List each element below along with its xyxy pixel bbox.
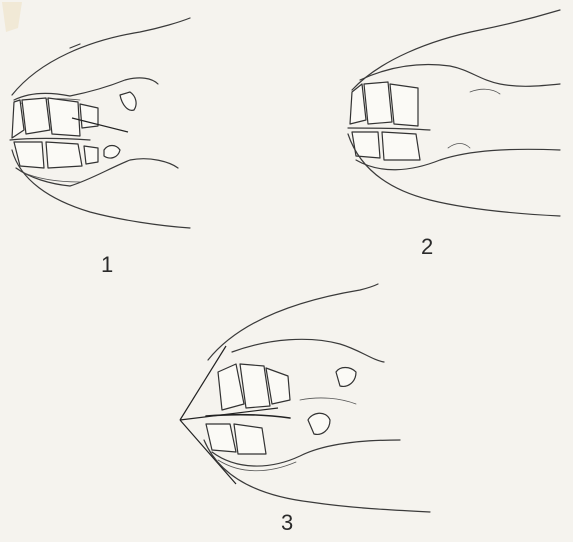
panel-3-lower-incisor-1 <box>206 424 236 452</box>
panel-1-upper-incisor-3 <box>48 98 80 136</box>
panel-2-upper-lip <box>360 65 560 87</box>
panel-1-drawing <box>10 18 190 228</box>
panel-3-occlusal-line <box>206 415 290 418</box>
panel-1-label: 1 <box>101 254 113 276</box>
panel-1-upper-incisor-2 <box>22 98 50 134</box>
panel-1-occlusal-line <box>10 139 90 141</box>
panel-3-lower-incisor-2 <box>234 424 266 454</box>
paper-stain <box>2 2 22 32</box>
panel-3-upper-lip <box>232 339 384 362</box>
panel-2-lower-detail <box>448 144 470 149</box>
panel-1-lower-canine <box>104 146 120 159</box>
panel-2-chin-outline <box>348 134 560 216</box>
panel-2-label: 2 <box>421 236 433 258</box>
panel-2-upper-incisor-2 <box>364 82 392 124</box>
panel-2-upper-incisor-3 <box>390 84 418 126</box>
panel-2-upper-outline <box>352 10 560 90</box>
panel-1-nostril-mark <box>70 44 80 48</box>
panel-1-lower-incisor-2 <box>46 142 82 168</box>
panel-3-upper-canine <box>336 368 356 387</box>
panel-3-upper-incisor-2 <box>240 364 270 408</box>
panel-2-upper-detail <box>470 89 500 94</box>
panel-3-upper-incisor-1 <box>218 364 244 410</box>
panel-1-angle-line <box>72 118 128 132</box>
panel-2-occlusal-line <box>348 128 430 130</box>
panel-3-label: 3 <box>281 512 293 534</box>
panel-2-drawing <box>348 10 560 216</box>
panel-3-upper-detail <box>300 398 356 404</box>
panel-3-lower-canine <box>308 413 330 434</box>
panel-1-upper-gum <box>14 78 158 100</box>
panel-3-upper-incisor-3 <box>266 368 290 404</box>
panel-2-lower-incisor-2 <box>382 132 420 160</box>
panel-1-lower-incisor-1 <box>14 142 44 168</box>
panel-2-lower-incisor-1 <box>352 132 380 158</box>
panel-1-lower-incisor-3 <box>84 146 98 164</box>
panel-1-upper-outline <box>12 18 190 95</box>
panel-3-drawing <box>180 284 430 512</box>
panel-1-upper-canine <box>120 92 136 110</box>
